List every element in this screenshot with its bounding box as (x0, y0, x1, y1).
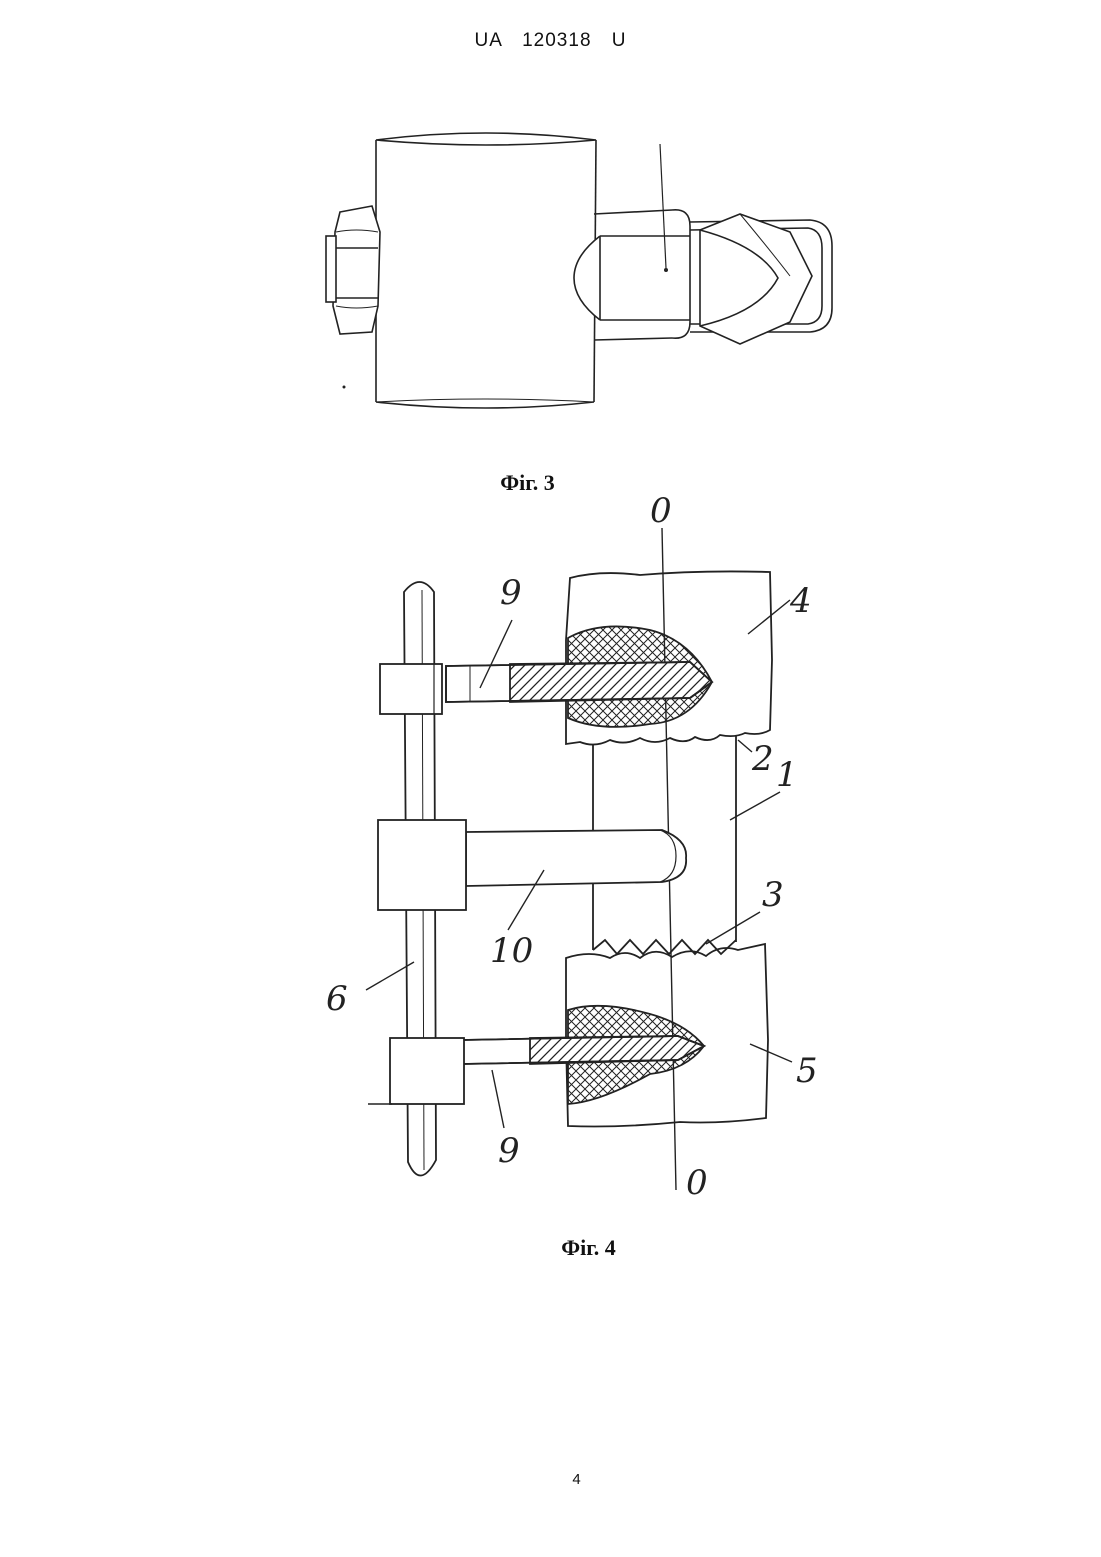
label-9-bottom: 9 (498, 1131, 520, 1171)
label-4: 4 (789, 581, 812, 621)
figure-3-drawing (326, 133, 832, 408)
bracket-clamp (690, 214, 832, 344)
label-axis-bottom: 0 (686, 1163, 708, 1203)
figure-4-drawing (366, 528, 792, 1190)
label-6: 6 (326, 979, 348, 1019)
label-5: 5 (796, 1051, 818, 1091)
clamp-block-bottom (390, 1038, 464, 1104)
clamp-block-middle (378, 820, 466, 910)
clamp-block-top (380, 664, 442, 714)
figure-4-caption: Фіг. 4 (38, 1235, 1101, 1261)
label-9-top: 9 (500, 573, 522, 613)
rod-10 (466, 830, 686, 886)
page-number: 4 (26, 1471, 1101, 1488)
cylinder-body (376, 133, 596, 408)
figure-3-caption: Фіг. 3 (0, 470, 1078, 496)
label-10: 10 (490, 931, 533, 971)
pin-stem (574, 210, 690, 340)
label-3: 3 (762, 875, 784, 915)
label-2: 2 (751, 739, 774, 779)
hex-nut (326, 206, 380, 334)
label-axis-top: 0 (650, 491, 672, 531)
label-1: 1 (776, 755, 798, 795)
